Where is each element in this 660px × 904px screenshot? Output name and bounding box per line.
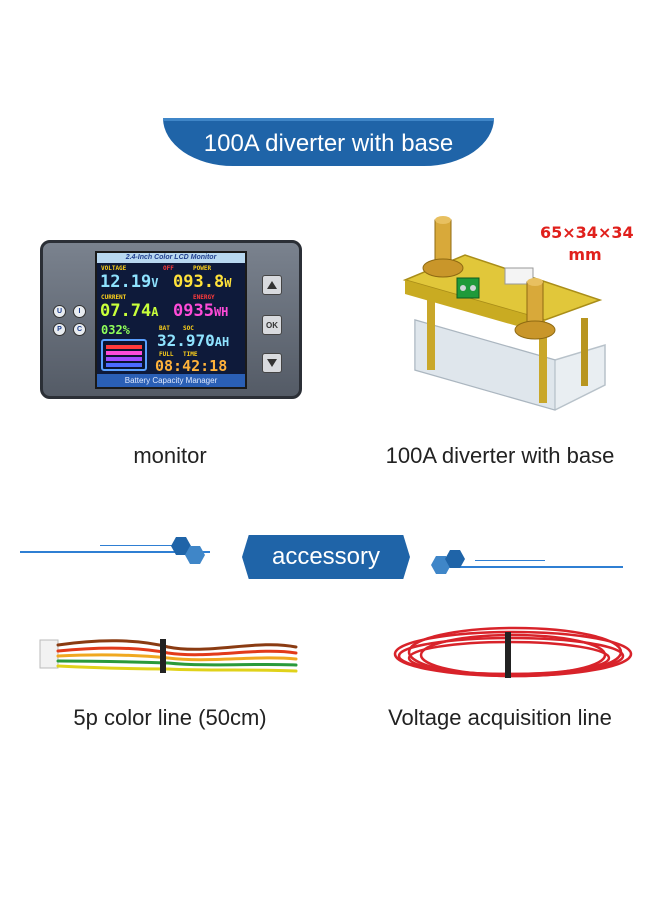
diverter-image xyxy=(402,216,606,411)
ok-button-image: OK xyxy=(262,315,282,335)
voltage-line-caption: Voltage acquisition line xyxy=(388,705,612,730)
dimensions-unit: mm xyxy=(568,245,602,264)
voltage-line-cable-image xyxy=(393,626,633,678)
monitor-caption: monitor xyxy=(133,443,207,468)
power-value: 093.8W xyxy=(173,272,232,292)
triangle-up-icon xyxy=(267,281,277,289)
divider-line-right xyxy=(445,566,623,568)
screen-footer: Battery Capacity Manager xyxy=(97,374,245,387)
current-label: CURRENT xyxy=(101,294,127,301)
color-line-caption: 5p color line (50cm) xyxy=(73,705,267,730)
voltage-value: 12.19V xyxy=(100,272,159,292)
pad-key-u: U xyxy=(53,305,66,318)
diverter-caption: 100A diverter with base xyxy=(385,443,615,468)
divider-line-left xyxy=(20,551,210,553)
dimensions-label: 65×34×34 mm xyxy=(540,222,634,266)
screen-caption: 2.4-Inch Color LCD Monitor xyxy=(97,253,245,263)
down-button-image xyxy=(262,353,282,373)
full-label: FULL xyxy=(159,351,174,358)
pad-key-c: C xyxy=(73,323,86,336)
monitor-keypad: U I P C xyxy=(53,303,87,337)
pad-key-p: P xyxy=(53,323,66,336)
monitor-screen: 2.4-Inch Color LCD Monitor VOLTAGE OFF P… xyxy=(95,251,247,389)
accessory-label: accessory xyxy=(271,543,381,570)
percent-value: 032% xyxy=(101,323,130,337)
energy-label: ENERGY xyxy=(193,294,215,301)
bat-label: BAT xyxy=(159,325,170,332)
soc-label: SOC xyxy=(183,325,194,332)
divider-line-right-thin xyxy=(475,560,545,561)
power-label: POWER xyxy=(193,265,212,272)
up-button-image xyxy=(262,275,282,295)
dimensions-value: 65×34×34 xyxy=(540,223,634,242)
monitor-device-image: U I P C 2.4-Inch Color LCD Monitor VOLTA… xyxy=(40,240,302,399)
color-line-cable-image xyxy=(39,639,298,673)
triangle-down-icon xyxy=(267,359,277,367)
time-value: 08:42:18 xyxy=(155,357,228,375)
energy-value: 0935WH xyxy=(173,301,229,321)
battery-icon xyxy=(101,339,147,371)
hexagon-cluster-left-icon xyxy=(171,537,205,564)
pad-key-i: I xyxy=(73,305,86,318)
banner-title: 100A diverter with base xyxy=(203,129,454,157)
hexagon-cluster-right-icon xyxy=(431,550,465,574)
divider-line-left-thin xyxy=(100,545,180,546)
top-banner: 100A diverter with base xyxy=(163,118,494,166)
time-label: TIME xyxy=(183,351,198,358)
off-label: OFF xyxy=(163,265,174,272)
current-value: 07.74A xyxy=(100,301,159,321)
accessory-banner: accessory xyxy=(242,535,410,579)
capacity-value: 32.970AH xyxy=(157,331,230,350)
voltage-label: VOLTAGE xyxy=(101,265,127,272)
